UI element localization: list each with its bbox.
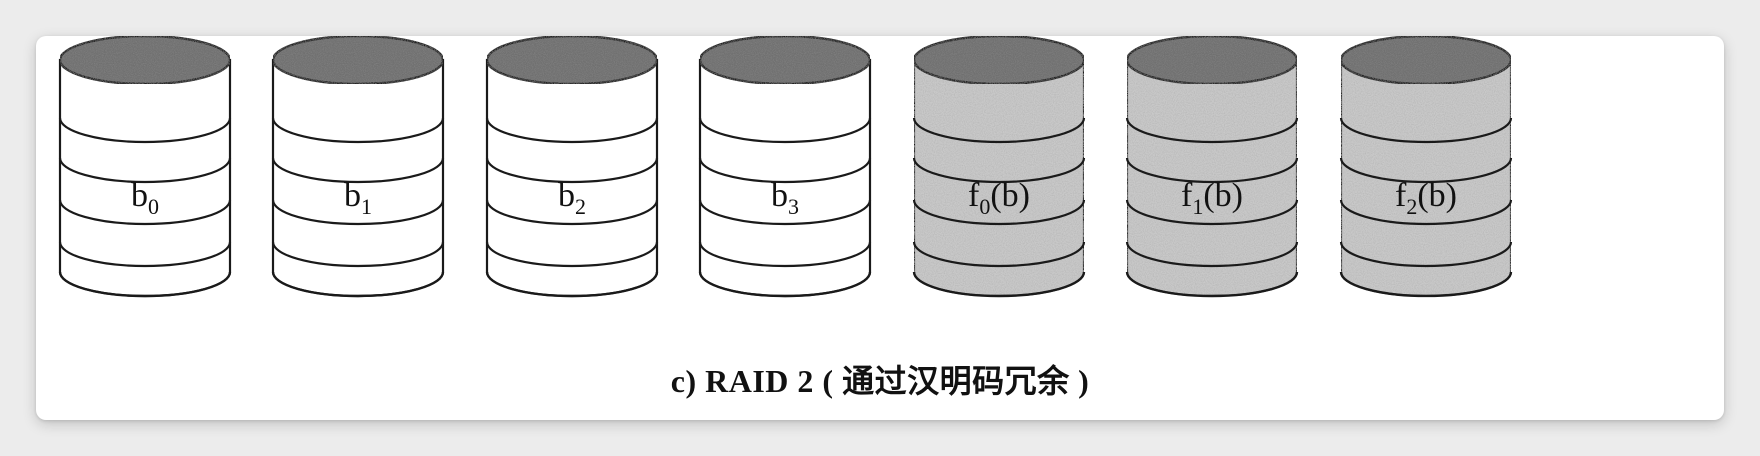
disk-label: b3	[771, 177, 799, 219]
disk-bottom-rim	[1339, 271, 1513, 298]
disk-label-main: f	[968, 177, 980, 214]
disk-label: f0(b)	[968, 177, 1030, 219]
platter-divider	[1339, 157, 1513, 184]
platter-divider	[485, 241, 659, 268]
disk-label-main: b	[558, 177, 575, 214]
disk-label-main: b	[131, 177, 148, 214]
platter-divider	[271, 157, 445, 184]
platter-divider	[58, 199, 232, 226]
platter-divider	[698, 199, 872, 226]
data-disk: b1	[271, 34, 445, 298]
disk-label-main: b	[344, 177, 361, 214]
platter-divider	[1339, 241, 1513, 268]
disk-bottom-rim	[698, 271, 872, 298]
platter-divider	[912, 117, 1086, 144]
disk-label-subscript: 2	[575, 194, 586, 219]
disk-label-subscript: 1	[361, 194, 372, 219]
platter-divider	[271, 117, 445, 144]
platter-divider	[912, 157, 1086, 184]
platter-divider	[1125, 117, 1299, 144]
disk-label: f2(b)	[1395, 177, 1457, 219]
disk-top	[912, 34, 1086, 86]
disk-label-subscript: 0	[148, 194, 159, 219]
disk-bottom-rim	[271, 271, 445, 298]
platter-divider	[485, 157, 659, 184]
disk-label: f1(b)	[1181, 177, 1243, 219]
platter-divider	[485, 117, 659, 144]
platter-divider	[698, 241, 872, 268]
disk-label-subscript: 0	[979, 194, 990, 219]
disk-top	[1339, 34, 1513, 86]
platter-divider	[58, 157, 232, 184]
disk-label: b2	[558, 177, 586, 219]
disk-bottom-rim	[912, 271, 1086, 298]
platter-divider	[1125, 157, 1299, 184]
platter-divider	[912, 199, 1086, 226]
disk-label: b1	[344, 177, 372, 219]
disk-bottom-rim	[485, 271, 659, 298]
disk-label-subscript: 2	[1406, 194, 1417, 219]
platter-divider	[271, 199, 445, 226]
data-disk: b3	[698, 34, 872, 298]
platter-divider	[1339, 117, 1513, 144]
redundancy-disk: f1(b)	[1125, 34, 1299, 298]
platter-divider	[1339, 199, 1513, 226]
disk-label-suffix: (b)	[1203, 177, 1243, 214]
platter-divider	[485, 199, 659, 226]
disk-label-main: f	[1181, 177, 1193, 214]
disk-top	[485, 34, 659, 86]
platter-divider	[271, 241, 445, 268]
redundancy-disk: f0(b)	[912, 34, 1086, 298]
data-disk: b0	[58, 34, 232, 298]
disk-label-main: f	[1395, 177, 1407, 214]
disk-top	[698, 34, 872, 86]
platter-divider	[58, 117, 232, 144]
disk-label-suffix: (b)	[990, 177, 1030, 214]
platter-divider	[1125, 199, 1299, 226]
disk-label-suffix: (b)	[1417, 177, 1457, 214]
disk-label-subscript: 3	[788, 194, 799, 219]
disk-bottom-rim	[1125, 271, 1299, 298]
figure-caption: c) RAID 2 ( 通过汉明码冗余 )	[670, 363, 1090, 399]
platter-divider	[698, 157, 872, 184]
data-disk: b2	[485, 34, 659, 298]
platter-divider	[698, 117, 872, 144]
platter-divider	[912, 241, 1086, 268]
platter-divider	[1125, 241, 1299, 268]
redundancy-disk: f2(b)	[1339, 34, 1513, 298]
disk-top	[1125, 34, 1299, 86]
disk-label-main: b	[771, 177, 788, 214]
disk-top	[58, 34, 232, 86]
disk-label: b0	[131, 177, 159, 219]
platter-divider	[58, 241, 232, 268]
disk-label-subscript: 1	[1192, 194, 1203, 219]
disk-bottom-rim	[58, 271, 232, 298]
disk-top	[271, 34, 445, 86]
